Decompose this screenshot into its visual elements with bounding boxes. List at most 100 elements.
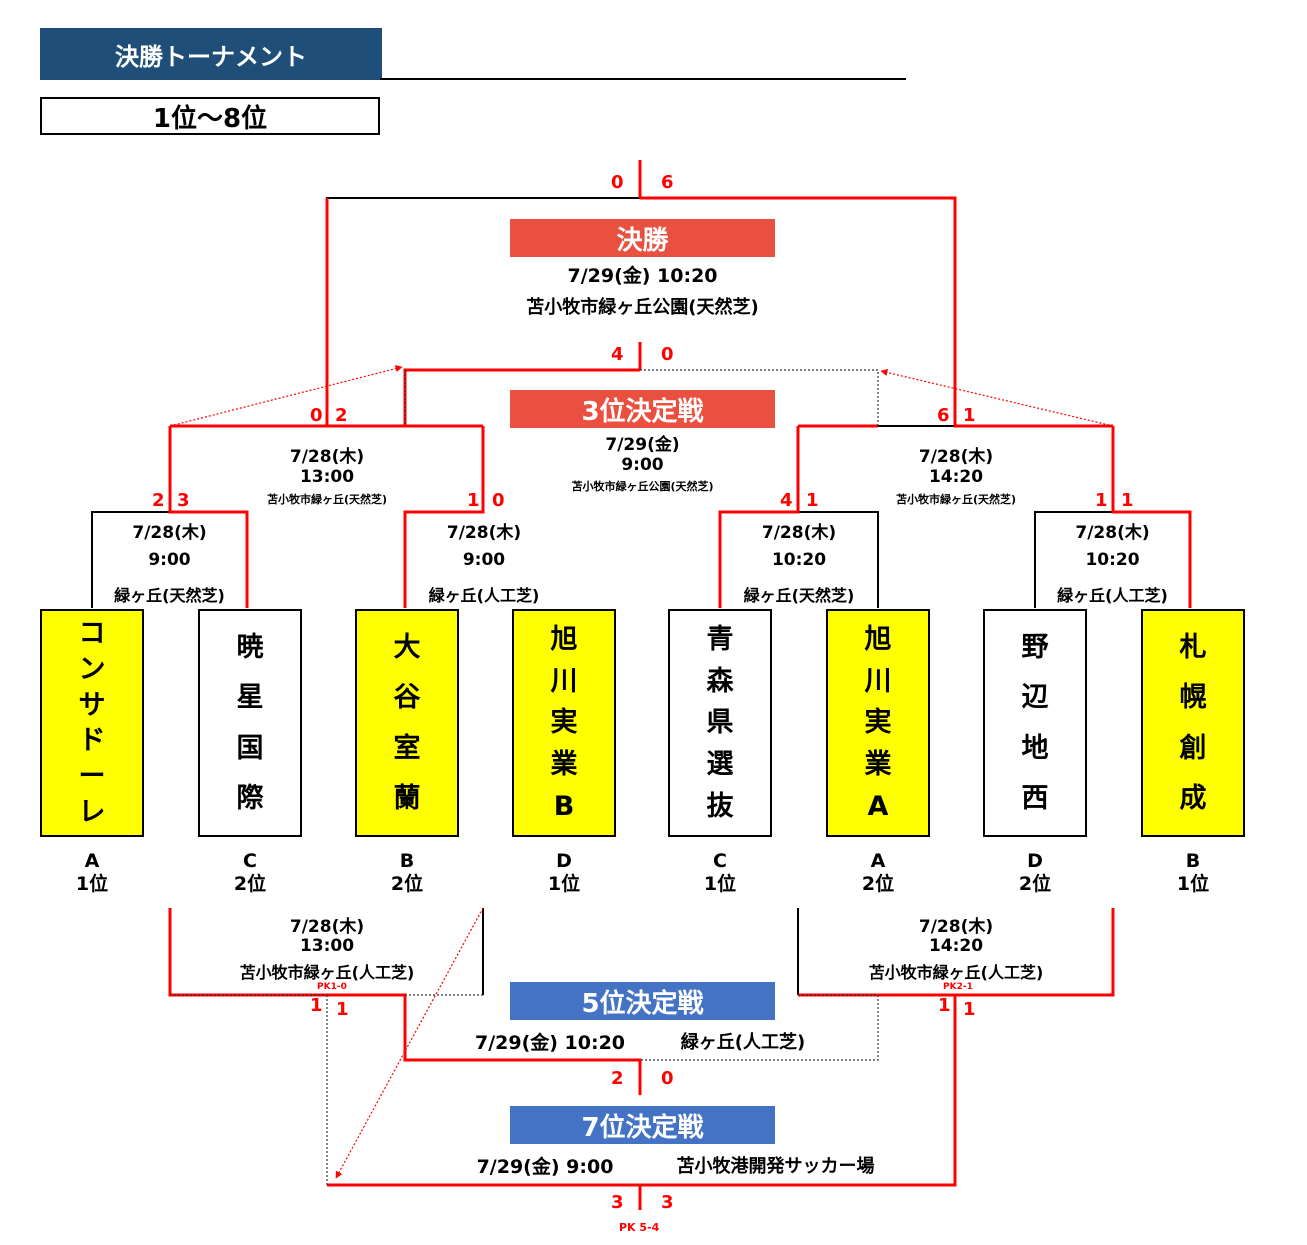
- third-place-banner: 3位決定戦: [510, 390, 775, 428]
- team-box: 野辺地西: [983, 609, 1087, 837]
- semi1-score-left: 0: [310, 405, 323, 426]
- team-name-char: A: [867, 791, 889, 823]
- semi2-time: 14:20: [928, 467, 984, 487]
- team-name-char: 室: [393, 732, 421, 764]
- r1m3-date: 7/28(木): [761, 523, 837, 543]
- final-score-left: 0: [611, 172, 624, 193]
- third-score-right: 0: [661, 344, 674, 365]
- team-name-char: B: [553, 791, 575, 823]
- cons2-date: 7/28(木): [918, 917, 994, 937]
- seed-rank: 2位: [861, 873, 895, 895]
- seed-group: A: [870, 850, 886, 872]
- final-banner: 決勝: [510, 219, 775, 257]
- seed-rank: 1位: [1176, 873, 1210, 895]
- fifth-venue: 緑ヶ丘(人工芝): [680, 1032, 806, 1053]
- cons2-time: 14:20: [928, 936, 984, 956]
- r1m3-score-right: 1: [806, 490, 819, 511]
- team-box: 大谷室蘭: [355, 609, 459, 837]
- r1m4-score-right: 1: [1121, 490, 1134, 511]
- team-name-char: 実: [550, 707, 578, 739]
- team-box: 青森県選抜: [668, 609, 772, 837]
- seventh-pk: PK 5-4: [619, 1221, 660, 1234]
- seventh-place-banner: 7位決定戦: [510, 1106, 775, 1144]
- fifth-score-left: 2: [611, 1068, 624, 1089]
- team-box: 暁星国際: [198, 609, 302, 837]
- team-name-char: サ: [78, 689, 106, 721]
- team-name-char: 辺: [1021, 682, 1049, 714]
- cons1-score-left: 1: [310, 995, 323, 1016]
- cons2-score-left: 1: [938, 995, 951, 1016]
- third-score-left: 4: [611, 344, 624, 365]
- team-name-char: 際: [236, 782, 264, 814]
- r1m3-venue: 緑ヶ丘(天然芝): [743, 586, 855, 605]
- semi1-time: 13:00: [299, 467, 355, 487]
- seed-rank: 1位: [703, 873, 737, 895]
- seed-rank: 2位: [390, 873, 424, 895]
- team-name-char: 創: [1179, 732, 1207, 764]
- semi2-score-right: 1: [963, 405, 976, 426]
- team-name-char: 旭: [864, 623, 892, 655]
- r1m2-score-right: 0: [492, 490, 505, 511]
- team-name-char: 旭: [550, 623, 578, 655]
- team-name-char: 星: [236, 682, 264, 714]
- cons1-date: 7/28(木): [289, 917, 365, 937]
- r1m1-score-right: 3: [177, 490, 190, 511]
- seed-group: C: [243, 850, 257, 872]
- r1m3-time: 10:20: [771, 550, 827, 570]
- cons1-pk: PK1-0: [317, 982, 347, 992]
- fifth-place-banner: 5位決定戦: [510, 982, 775, 1020]
- seed-group: B: [399, 850, 415, 872]
- cons1-venue: 苫小牧市緑ヶ丘(人工芝): [239, 963, 415, 982]
- fifth-score-right: 0: [661, 1068, 674, 1089]
- r1m1-date: 7/28(木): [132, 523, 207, 543]
- team-name-char: 大: [393, 632, 421, 664]
- team-name-char: ン: [78, 653, 106, 685]
- final-datetime: 7/29(金) 10:20: [567, 265, 718, 287]
- team-name-char: 川: [550, 665, 578, 697]
- r1m1-time: 9:00: [148, 550, 191, 570]
- team-name-char: 川: [864, 665, 892, 697]
- r1m2-venue: 緑ヶ丘(人工芝): [428, 586, 540, 605]
- team-name-char: 業: [864, 749, 892, 781]
- team-name-char: ド: [78, 725, 106, 757]
- fifth-datetime: 7/29(金) 10:20: [474, 1032, 626, 1054]
- team-box: 札幌創成: [1141, 609, 1245, 837]
- semi1-venue: 苫小牧市緑ヶ丘(天然芝): [266, 493, 388, 506]
- r1m3-score-left: 4: [780, 490, 793, 511]
- team-name-char: 国: [236, 732, 264, 764]
- team-name-char: レ: [78, 797, 106, 829]
- team-name-char: 幌: [1179, 682, 1207, 714]
- seed-group: A: [84, 850, 100, 872]
- third-date: 7/29(金): [605, 435, 680, 455]
- r1m4-time: 10:20: [1085, 550, 1140, 570]
- team-name-char: 業: [550, 749, 578, 781]
- team-name-char: 暁: [236, 632, 264, 664]
- semi1-date: 7/28(木): [289, 447, 365, 467]
- cons1-score-right: 1: [336, 999, 349, 1020]
- seed-rank: 1位: [547, 873, 581, 895]
- cons2-pk: PK2-1: [943, 982, 973, 992]
- semi1-score-right: 2: [335, 405, 348, 426]
- third-time: 9:00: [621, 455, 664, 475]
- final-venue: 苫小牧市緑ヶ丘公園(天然芝): [526, 297, 759, 318]
- seventh-score-right: 3: [661, 1192, 674, 1213]
- team-name-char: 実: [864, 707, 892, 739]
- team-box: コンサドーレ: [40, 609, 144, 837]
- team-name-char: 選: [706, 749, 734, 781]
- team-name-char: 野: [1021, 632, 1049, 664]
- team-name-char: 青: [706, 623, 734, 655]
- seed-rank: 2位: [233, 873, 267, 895]
- rank-range-label: 1位〜8位: [40, 97, 380, 135]
- seed-group: D: [1027, 850, 1043, 872]
- seventh-score-left: 3: [611, 1192, 624, 1213]
- seed-group: B: [1185, 850, 1201, 872]
